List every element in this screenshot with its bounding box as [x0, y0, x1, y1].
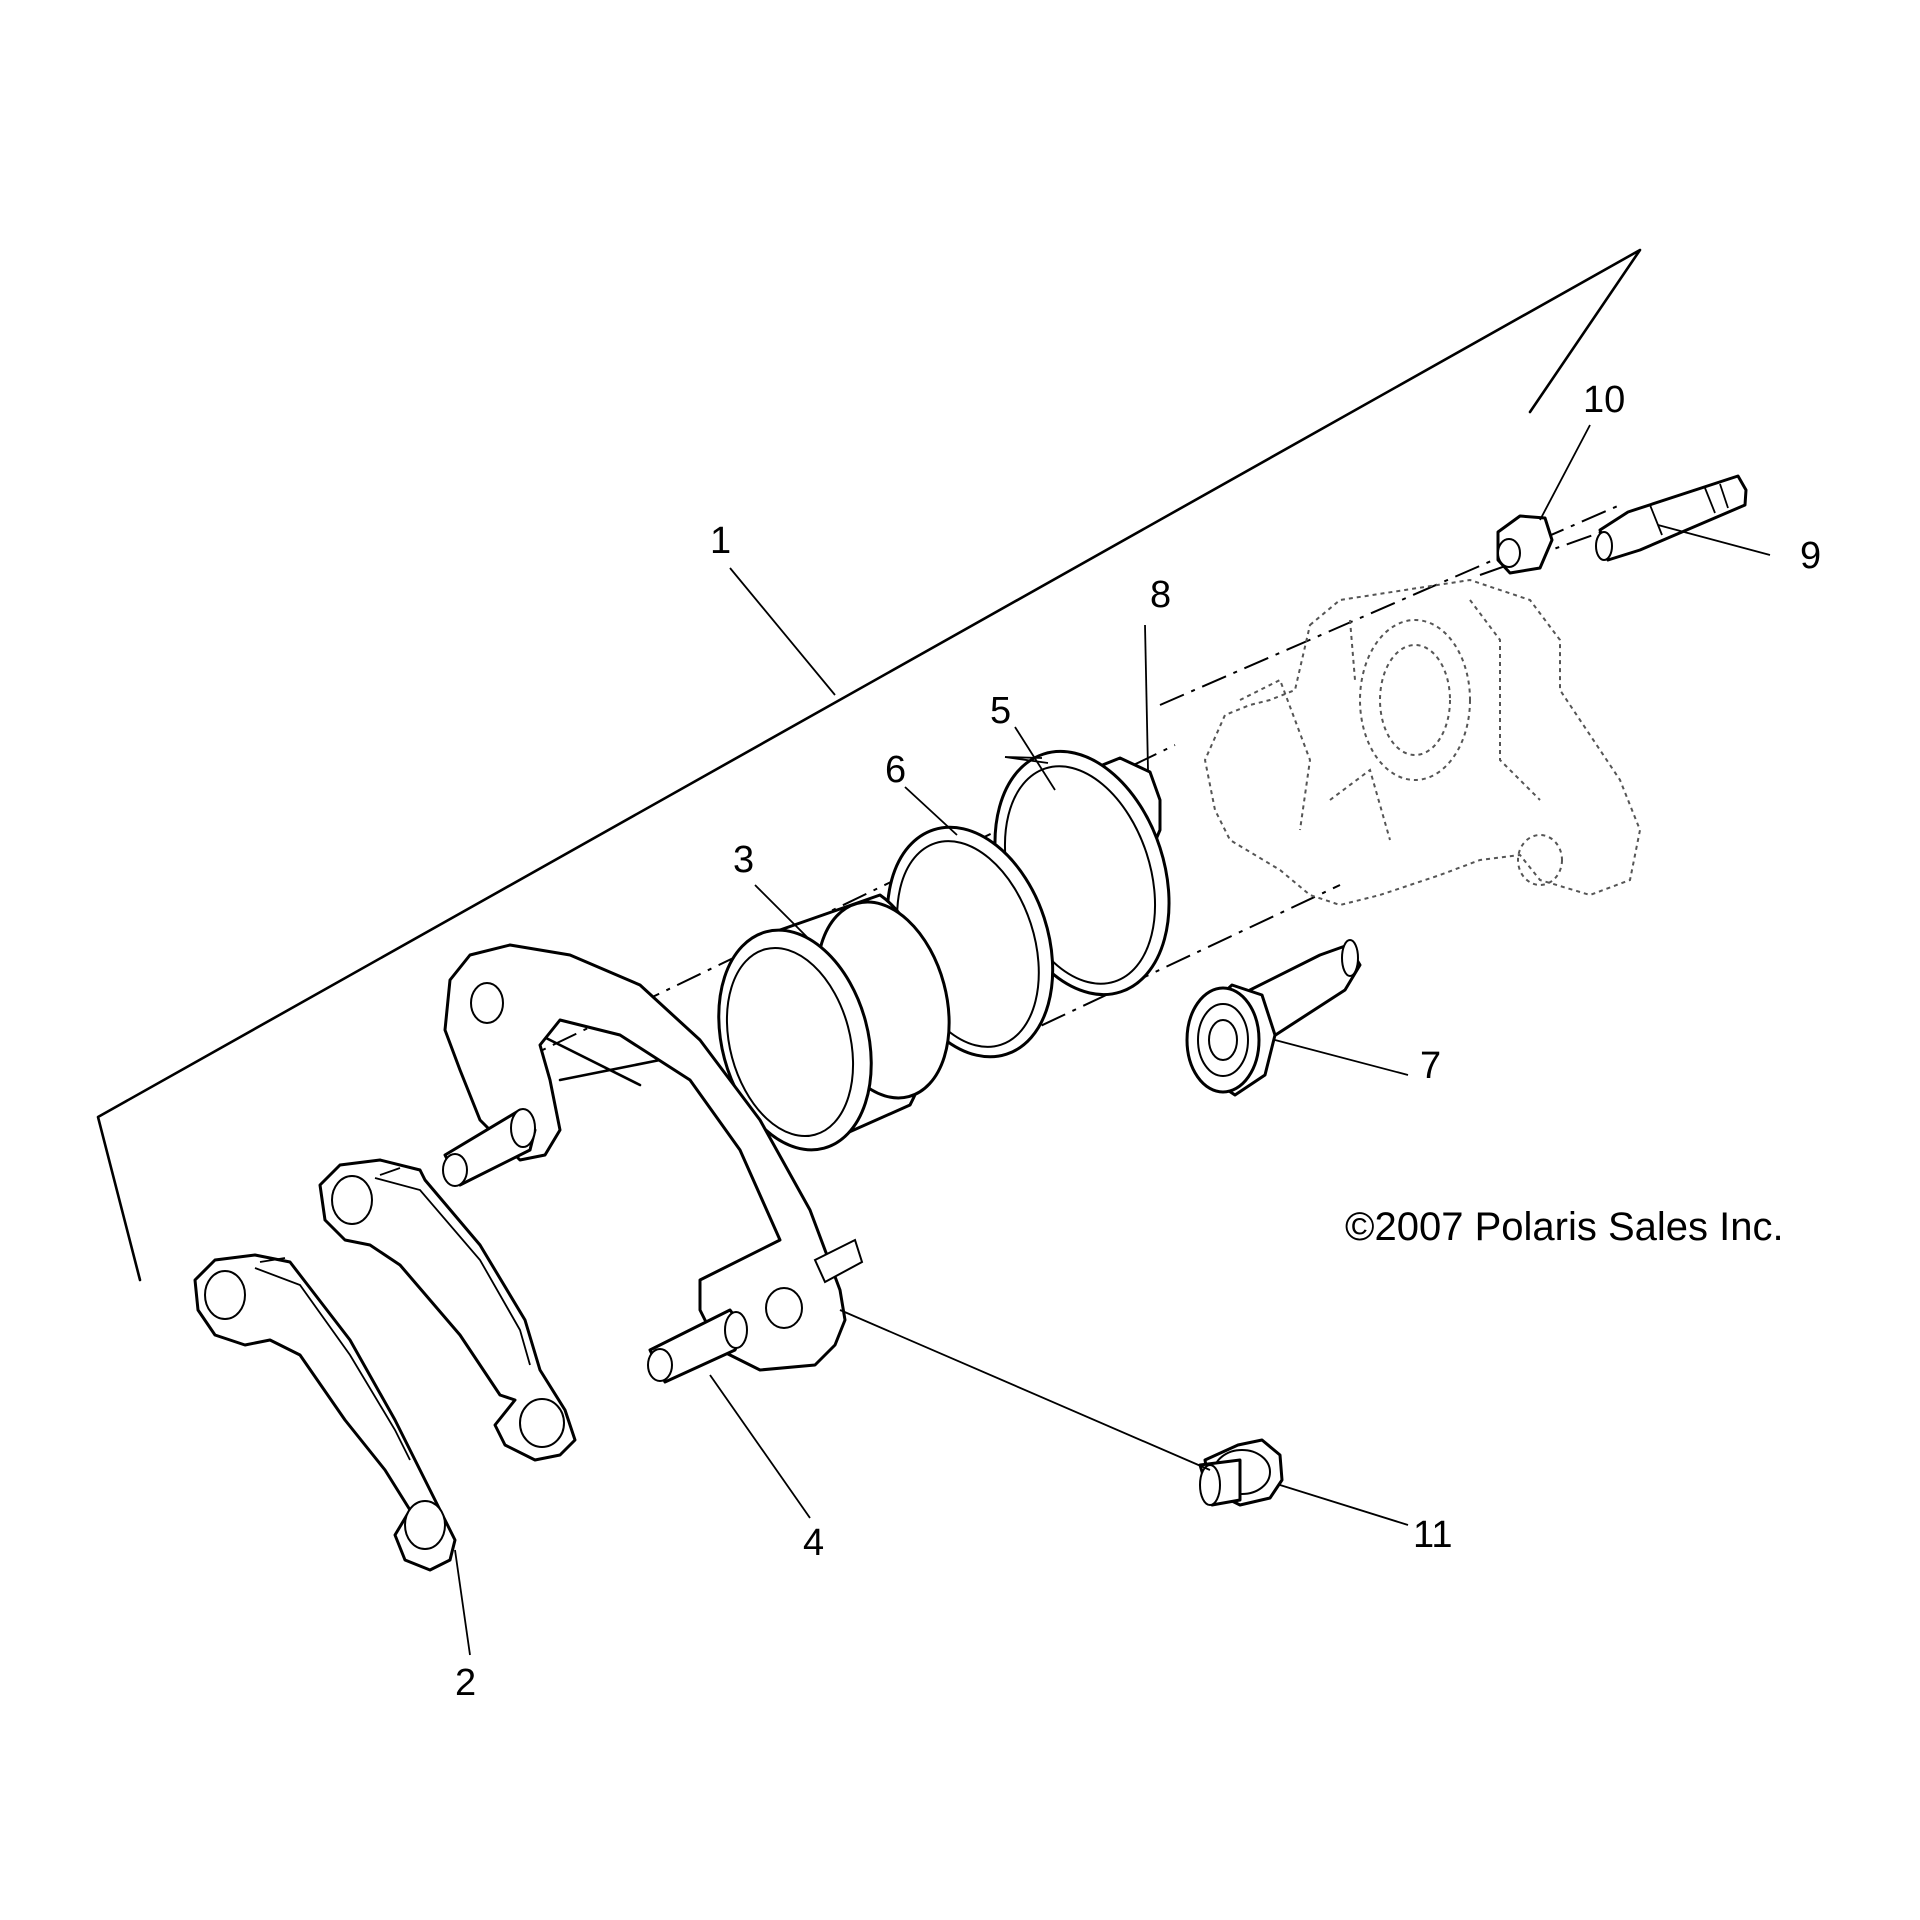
caliper-piston	[717, 893, 951, 1152]
callout-8: 8	[1150, 574, 1171, 616]
leader-lines	[454, 424, 1771, 1656]
callout-5: 5	[990, 690, 1011, 732]
callout-4: 4	[803, 1522, 824, 1564]
brake-pad-inner	[318, 1158, 577, 1462]
caliper-body	[1203, 578, 1642, 907]
assembly-bracket-1	[96, 248, 1642, 1282]
callout-10: 10	[1583, 379, 1625, 421]
bleeder-screw	[1595, 474, 1748, 562]
copyright-notice: ©2007 Polaris Sales Inc.	[1345, 1205, 1784, 1249]
callout-6: 6	[885, 749, 906, 791]
slide-pin-with-boot	[1185, 939, 1362, 1097]
caliper-mounting-bracket	[442, 943, 864, 1384]
callout-11: 11	[1413, 1514, 1452, 1556]
callout-1: 1	[710, 520, 731, 562]
callout-3: 3	[733, 839, 754, 881]
brake-pad-outer	[193, 1253, 457, 1572]
callout-9: 9	[1800, 535, 1821, 577]
callout-labels: 1 2 3 4 5 6 7 8 9 10 11	[455, 379, 1821, 1704]
callout-2: 2	[455, 1662, 476, 1704]
mounting-bolt	[1198, 1438, 1284, 1507]
callout-7: 7	[1420, 1045, 1441, 1087]
bleeder-cap	[1496, 514, 1554, 575]
